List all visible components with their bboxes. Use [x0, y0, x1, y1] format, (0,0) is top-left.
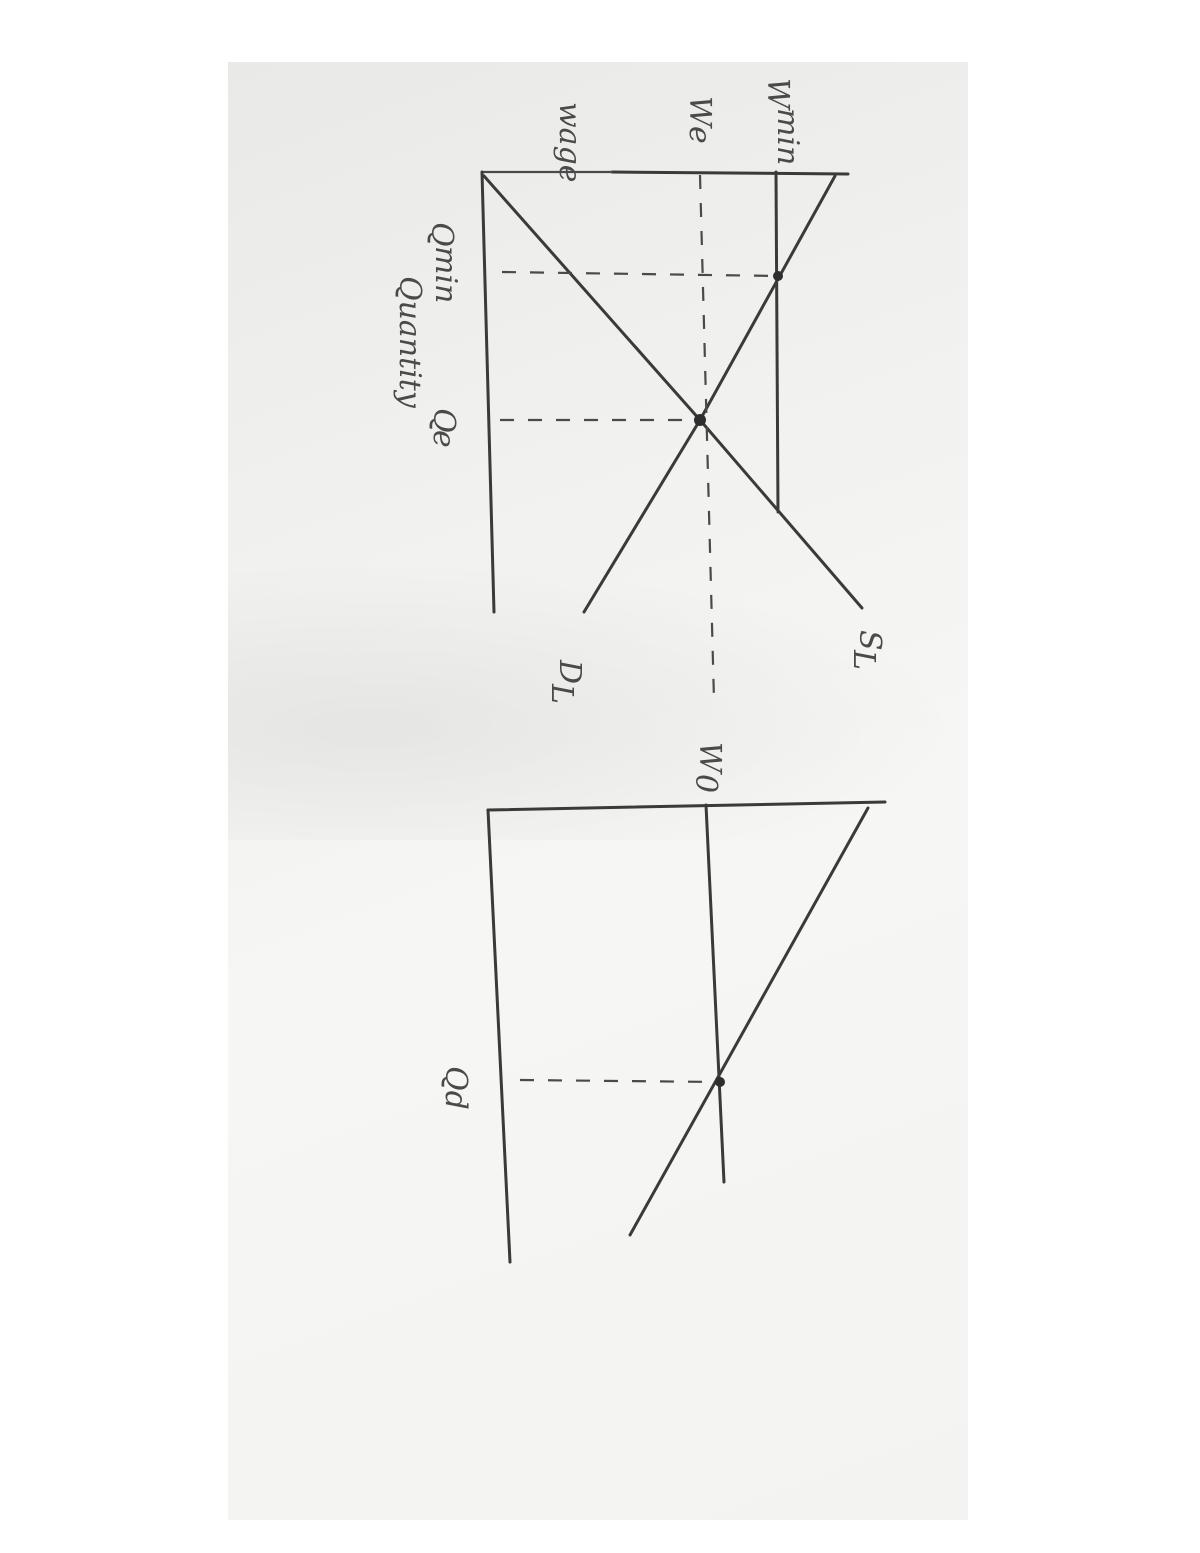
svg-text:W: W: [760, 78, 795, 111]
w-min-label: W min: [760, 78, 805, 165]
w-0-line: [704, 803, 726, 1184]
quantity-axis-label: Quantity: [392, 276, 427, 409]
q-min-guide-line: [501, 270, 779, 278]
svg-text:e: e: [426, 430, 461, 448]
demand-curve-label: D L: [544, 659, 587, 704]
w-0-label: W 0: [688, 742, 727, 793]
paper-shadow: [228, 560, 968, 840]
svg-text:L: L: [544, 683, 579, 704]
svg-text:0: 0: [688, 774, 723, 793]
svg-text:min: min: [770, 108, 805, 165]
q-e-label: Q e: [426, 408, 461, 448]
w-e-label: W e: [682, 96, 717, 144]
demand-curve-top-segment: [482, 174, 702, 422]
svg-text:Q: Q: [424, 222, 459, 247]
bottom-diagram: W 0 Qd: [438, 742, 887, 1264]
svg-text:S: S: [852, 630, 887, 651]
svg-text:min: min: [428, 246, 463, 303]
q-d-label: Qd: [438, 1066, 473, 1110]
demand-curve-bottom-segment: [698, 418, 864, 610]
supply-curve-bottom-segment: [582, 418, 702, 614]
wage-axis: [610, 170, 850, 176]
bottom-curve: [628, 806, 870, 1237]
svg-text:e: e: [682, 126, 717, 144]
wage-axis-label: wage: [552, 102, 587, 183]
min-wage-supply-point: [773, 271, 783, 281]
svg-text:Quantity: Quantity: [392, 276, 427, 409]
supply-curve-top-segment: [698, 174, 837, 422]
bottom-intersection-point: [715, 1077, 725, 1087]
top-diagram: wage W min W e Q min Quantity Q e D: [392, 78, 887, 704]
w-e-guide-line: [698, 174, 716, 701]
equilibrium-point: [694, 414, 706, 426]
svg-text:Qd: Qd: [438, 1066, 473, 1110]
svg-text:Q: Q: [426, 408, 461, 433]
bottom-wage-axis: [486, 800, 887, 812]
bottom-quantity-axis: [486, 808, 512, 1264]
quantity-axis: [480, 170, 496, 614]
q-d-guide-line: [519, 1078, 721, 1084]
svg-text:D: D: [552, 659, 587, 684]
svg-text:W: W: [692, 742, 727, 775]
svg-text:W: W: [682, 96, 717, 129]
supply-curve-label: S L: [846, 630, 887, 670]
svg-text:wage: wage: [552, 102, 587, 183]
minimum-wage-line: [774, 170, 780, 514]
svg-text:L: L: [846, 649, 881, 670]
q-min-label: Q min: [424, 222, 463, 303]
